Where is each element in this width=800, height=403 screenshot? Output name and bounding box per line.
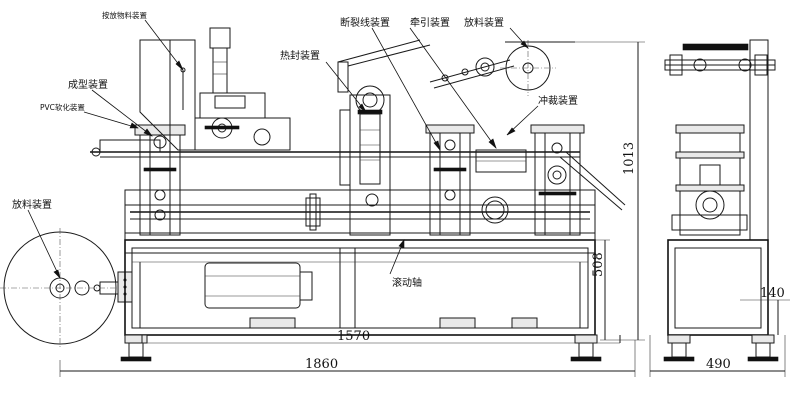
front-view <box>0 19 645 377</box>
dim-frame-length: 1570 <box>337 329 370 344</box>
leader-lines <box>27 19 539 279</box>
heat-seal-station <box>337 39 431 236</box>
label-heat-seal: 热封装置 <box>280 49 320 62</box>
label-punching: 冲裁装置 <box>538 94 578 107</box>
traction-assembly <box>429 57 527 173</box>
dim-side-width: 490 <box>706 357 731 372</box>
break-line-station <box>425 124 475 236</box>
dimension-labels: 1860 1570 1013 508 490 140 <box>305 142 785 372</box>
dim-side-offset: 140 <box>760 286 785 301</box>
dim-total-length: 1860 <box>305 357 338 372</box>
label-unwind-left: 放料装置 <box>12 198 52 211</box>
left-unwind-reel <box>0 228 133 348</box>
side-view <box>649 39 790 377</box>
roller-shaft <box>130 193 590 231</box>
top-unwind-reel <box>500 40 575 96</box>
heater-unit <box>194 27 291 151</box>
dim-frame-height: 508 <box>591 252 606 277</box>
label-break-line: 断裂线装置 <box>340 16 390 29</box>
label-pvc-softening: PVC软化装置 <box>40 102 85 112</box>
part-labels: 按放物料装置 成型装置 PVC软化装置 热封装置 断裂线装置 牵引装置 放料装置… <box>12 10 578 289</box>
label-traction: 牵引装置 <box>410 16 450 29</box>
label-roller-shaft: 滚动轴 <box>392 276 422 289</box>
tuck-device <box>139 39 196 151</box>
dim-total-height: 1013 <box>622 142 637 175</box>
label-forming: 成型装置 <box>68 78 108 91</box>
punching-station <box>530 124 585 236</box>
forming-station <box>134 124 186 236</box>
label-unwind-top: 放料装置 <box>464 16 504 29</box>
front-dimension-lines <box>59 41 645 377</box>
label-tuck-device: 按放物料装置 <box>102 10 147 20</box>
